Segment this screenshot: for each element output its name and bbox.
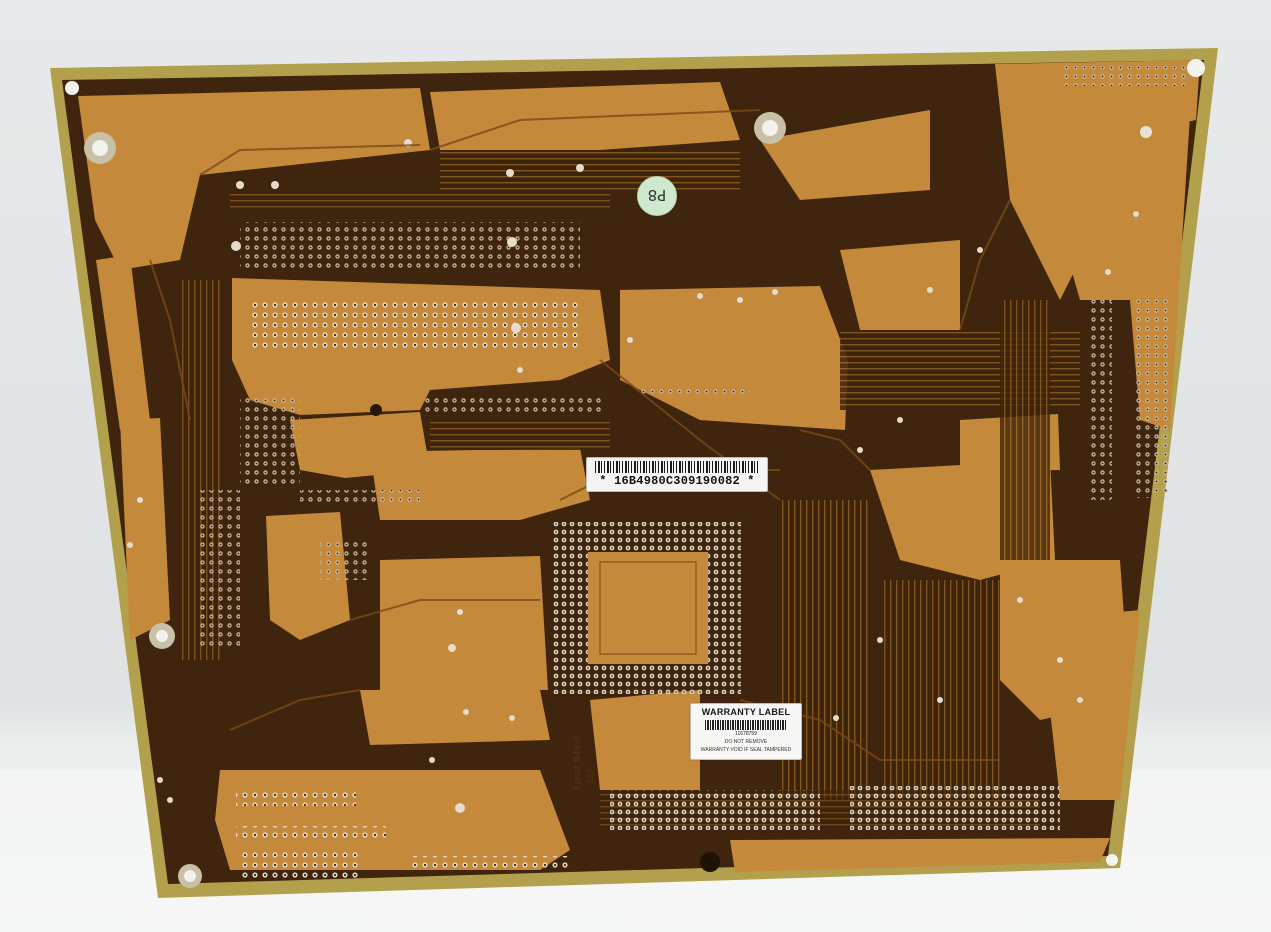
p8-marker-text: P8 [647,186,667,204]
silkscreen-marking: Eproz 94V-0 [573,735,583,790]
serial-number-text: * 16B4980C309190082 * [599,474,755,488]
warranty-label: WARRANTY LABEL 11678759 DO NOT REMOVE WA… [690,703,802,760]
warranty-void-notice: WARRANTY VOID IF SEAL TAMPERED [700,747,792,753]
connector-pin-rows [200,66,1190,880]
warranty-do-not-remove: DO NOT REMOVE [724,739,768,745]
serial-barcode [595,461,759,473]
cpu-socket-pins [553,522,741,694]
warranty-barcode [705,720,787,730]
serial-number-label: * 16B4980C309190082 * [586,457,768,492]
p8-marker-sticker: P8 [637,176,677,216]
warranty-code: 11678759 [735,731,757,737]
mounting-holes [65,59,1205,888]
silkscreen-date-code: 222 [586,768,595,784]
warranty-label-title: WARRANTY LABEL [701,707,791,717]
